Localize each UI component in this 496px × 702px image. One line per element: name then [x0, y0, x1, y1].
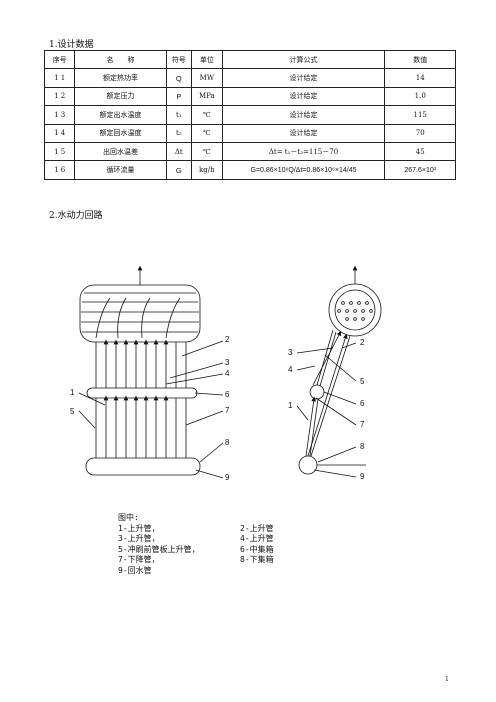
label-1-right: 1	[288, 401, 293, 410]
legend-item: 8-下集箱	[240, 555, 274, 564]
legend-row: 7-下降管， 8-下集箱	[118, 555, 274, 566]
label-5-right: 5	[360, 377, 365, 386]
label-3-right: 3	[288, 348, 293, 357]
section2-title: 2.水动力回路	[49, 211, 103, 221]
legend-item: 9-回水管	[118, 565, 152, 575]
label-4-left: 4	[225, 369, 230, 378]
label-9-right: 9	[360, 472, 365, 481]
table-row: 1 2 额定压力 P MPa 设计给定 1.0	[43, 86, 456, 107]
label-7-left: 7	[225, 406, 230, 415]
label-7-right: 7	[360, 420, 365, 429]
cell-value: 267.6×10³	[384, 160, 456, 180]
riser-tubes-lower	[95, 395, 187, 458]
legend-item: 5-冲刷前管板上升管，	[118, 544, 200, 554]
table-row: 1 5 出回水温差 Δt ℃ Δt= t₁－t₂=115－70 45	[43, 141, 456, 162]
side-lower-header	[298, 455, 318, 475]
upper-drum	[79, 284, 201, 343]
label-1-left: 1	[70, 388, 75, 397]
diagram-legend: 图中: 1-上升管， 2-上升管 3-上升管， 4-上升管 5-冲刷前管板上升管…	[118, 513, 274, 576]
table-row: 1 4 额定回水温度 t₂ ℃ 设计给定 70	[43, 123, 456, 143]
legend-row: 9-回水管	[118, 566, 274, 577]
label-2-left: 2	[225, 335, 230, 344]
table-row: 1 6 循环流量 G kg/h G=0.86×10⁶Q/Δt=0.86×10⁶×…	[43, 160, 456, 180]
cell-unit: ℃	[191, 141, 223, 162]
section1-title: 1.设计数据	[49, 40, 94, 50]
side-drum	[328, 283, 382, 337]
legend-item: 7-下降管，	[118, 555, 160, 564]
cell-unit: kg/h	[191, 160, 223, 180]
legend-item: 3-上升管，	[118, 534, 160, 543]
cell-no: 1 6	[43, 160, 76, 180]
label-6-right: 6	[360, 399, 365, 408]
middle-header	[86, 387, 198, 399]
label-9-left: 9	[225, 473, 230, 482]
legend-row: 3-上升管， 4-上升管	[118, 534, 274, 545]
legend-item: 2-上升管	[240, 523, 274, 533]
lower-header	[85, 457, 201, 476]
cell-formula: G=0.86×10⁶Q/Δt=0.86×10⁶×14/45	[221, 160, 386, 180]
legend-item: 4-上升管	[240, 534, 274, 543]
design-data-table: 序号 名 称 符号 单位 计算公式 数值 1 1 额定热功率 Q MW 设计给定…	[43, 49, 456, 180]
label-4-right: 4	[288, 365, 293, 374]
label-5-left: 5	[70, 407, 75, 416]
page-number: 1	[445, 676, 449, 683]
label-8-right: 8	[360, 442, 365, 451]
legend-row: 1-上升管， 2-上升管	[118, 524, 274, 535]
legend-item: 6-中集箱	[240, 544, 274, 554]
legend-item: 1-上升管，	[118, 523, 160, 533]
cell-name: 循环流量	[74, 160, 167, 180]
riser-tubes-upper	[95, 339, 187, 388]
side-middle-header	[309, 384, 325, 400]
label-8-left: 8	[225, 438, 230, 447]
label-2-right: 2	[360, 338, 365, 347]
label-3-left: 3	[225, 358, 230, 367]
legend-title: 图中:	[118, 513, 139, 522]
label-6-left: 6	[225, 390, 230, 399]
legend-row: 5-冲刷前管板上升管， 6-中集箱	[118, 545, 274, 556]
